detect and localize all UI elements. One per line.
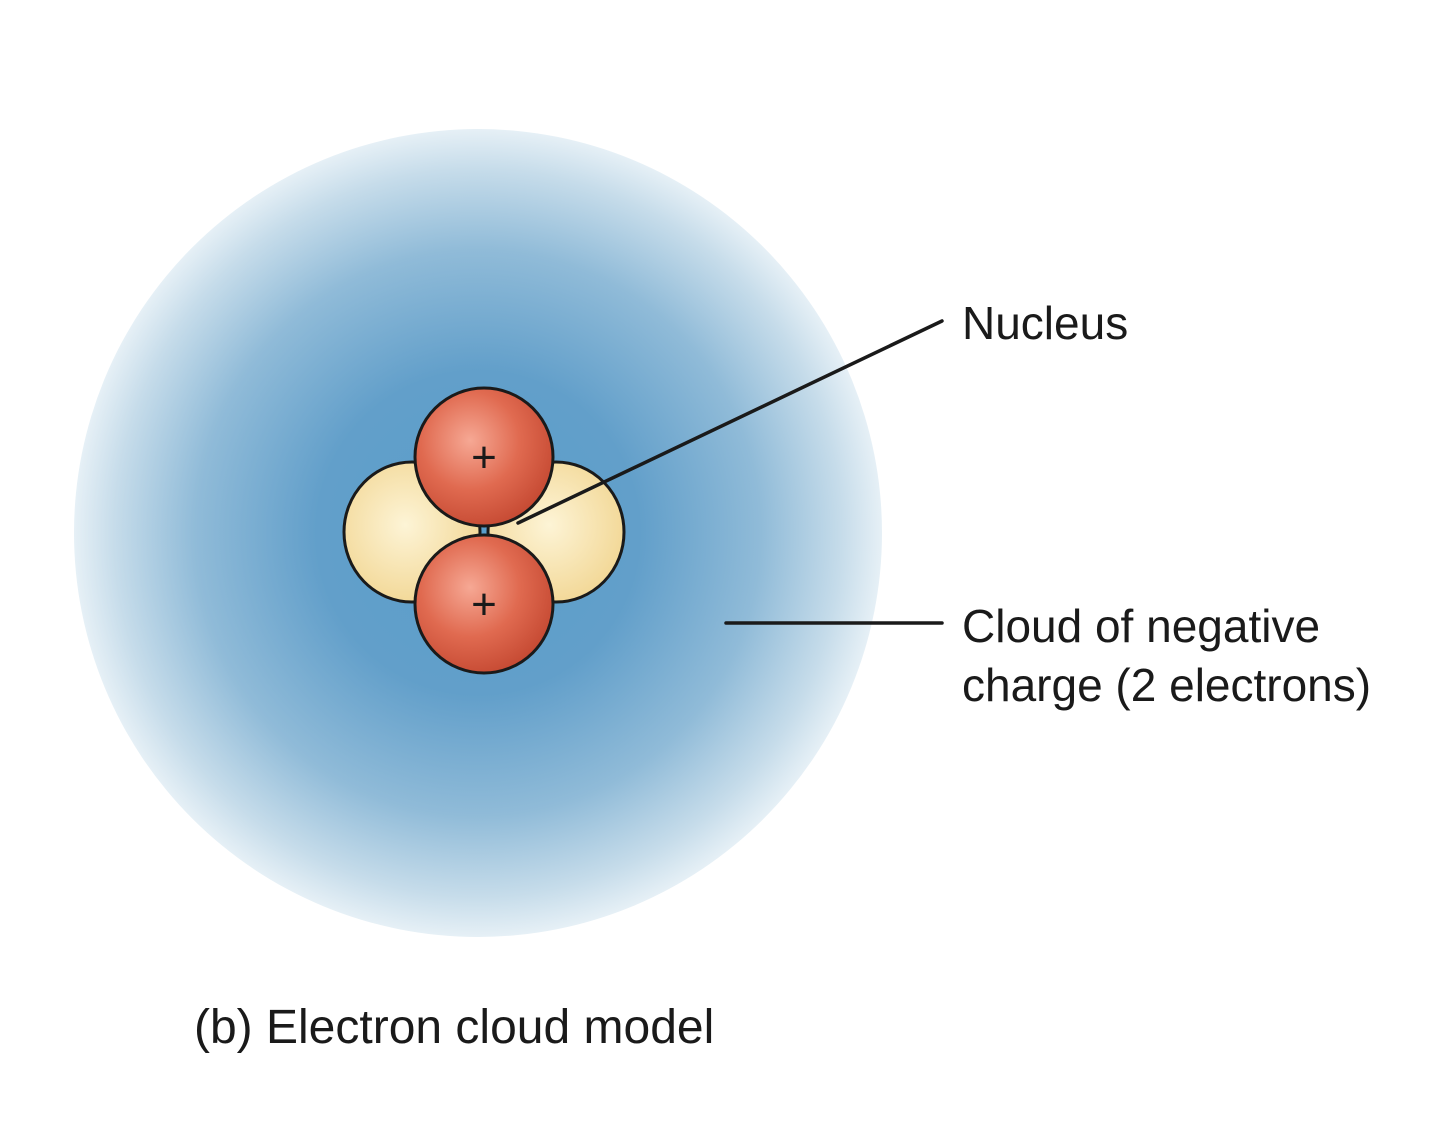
proton-top: + bbox=[413, 386, 555, 528]
nucleus-label: Nucleus bbox=[962, 297, 1128, 349]
figure-caption: (b) Electron cloud model bbox=[194, 1001, 714, 1054]
cloud-label-line1: Cloud of negative bbox=[962, 600, 1320, 652]
proton-bottom-charge: + bbox=[471, 580, 497, 629]
cloud-label-line2: charge (2 electrons) bbox=[962, 659, 1371, 711]
nucleus-leader-line bbox=[516, 319, 944, 525]
proton-top-charge: + bbox=[471, 433, 497, 482]
proton-bottom: + bbox=[413, 533, 555, 675]
nucleus: + + bbox=[342, 386, 626, 675]
